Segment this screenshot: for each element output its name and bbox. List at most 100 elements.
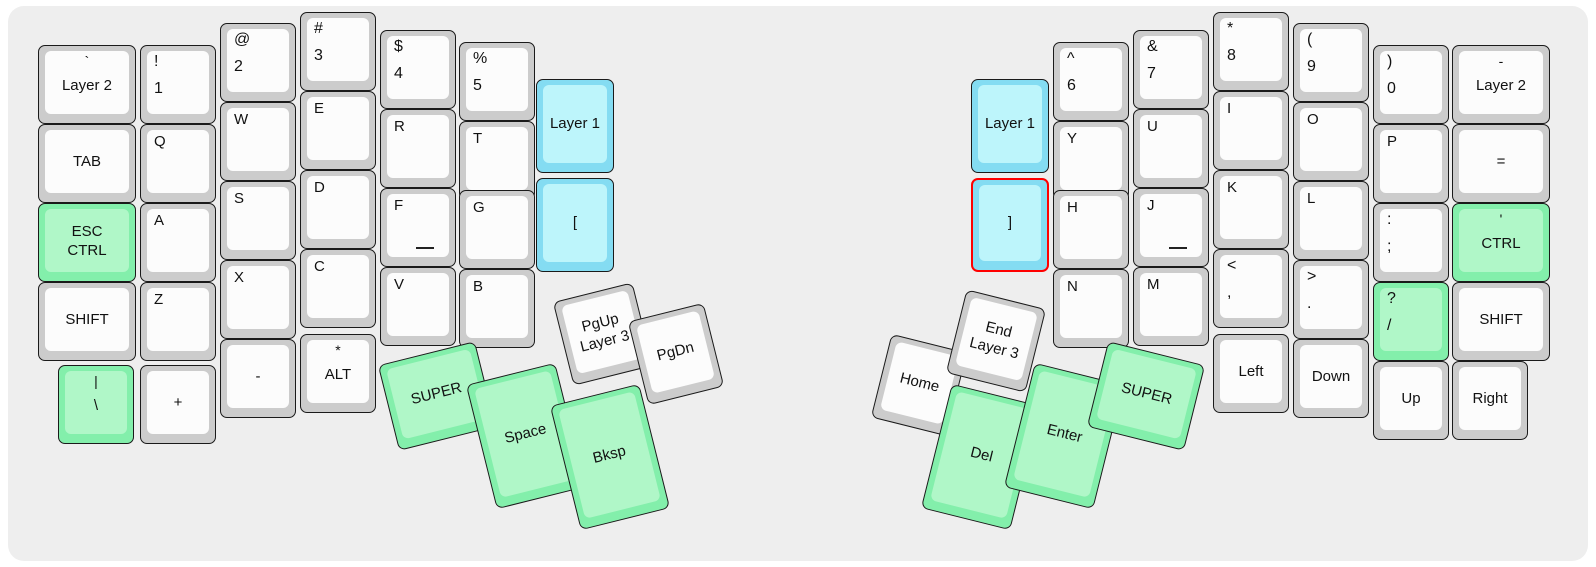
key-4-dollar[interactable]: $4 (380, 30, 456, 109)
key-y[interactable]: Y (1053, 121, 1129, 200)
homing-bar-icon (1169, 247, 1187, 249)
key-primary-legend: Layer 2 (1475, 77, 1527, 94)
key-primary-legend: SHIFT (1479, 310, 1523, 328)
key-primary-legend: E (314, 100, 325, 117)
key-cap-surface: Z (147, 288, 209, 351)
key-cap-surface: B (466, 275, 528, 338)
key-bracket-right[interactable]: ] (971, 178, 1049, 272)
key-layer1-right[interactable]: Layer 1 (971, 79, 1049, 173)
key-cap-surface: Q (147, 130, 209, 193)
key-6-caret[interactable]: ^6 (1053, 42, 1129, 121)
key-layer2-minus[interactable]: -Layer 2 (1452, 45, 1550, 124)
key-primary-legend: - (255, 367, 261, 385)
key-b[interactable]: B (459, 269, 535, 348)
key-3-hash[interactable]: #3 (300, 12, 376, 91)
key-alt-asterisk[interactable]: *ALT (300, 334, 376, 413)
key-c[interactable]: C (300, 249, 376, 328)
key-l[interactable]: L (1293, 181, 1369, 260)
key-left[interactable]: Left (1213, 334, 1289, 413)
key-8-asterisk[interactable]: *8 (1213, 12, 1289, 91)
key-comma-lt[interactable]: <, (1213, 249, 1289, 328)
key-plus[interactable]: + (140, 365, 216, 444)
key-k[interactable]: K (1213, 170, 1289, 249)
key-cap-surface: )0 (1380, 51, 1442, 114)
key-i[interactable]: I (1213, 91, 1289, 170)
key-n[interactable]: N (1053, 269, 1129, 348)
key-cap-surface: SUPER (1096, 348, 1197, 440)
key-equals[interactable]: = (1452, 124, 1550, 203)
key-cap-surface: V (387, 273, 449, 336)
key-cap-surface: T (466, 127, 528, 190)
key-cap-surface: R (387, 115, 449, 178)
key-right[interactable]: Right (1452, 361, 1528, 440)
key-1-exclaim[interactable]: !1 (140, 45, 216, 124)
key-tab[interactable]: TAB (38, 124, 136, 203)
key-u[interactable]: U (1133, 109, 1209, 188)
key-primary-legend: ALT (324, 366, 352, 383)
key-o[interactable]: O (1293, 102, 1369, 181)
key-primary-legend: T (473, 130, 483, 147)
key-minus[interactable]: - (220, 339, 296, 418)
key-h[interactable]: H (1053, 190, 1129, 269)
key-period-gt[interactable]: >. (1293, 260, 1369, 339)
key-j[interactable]: J (1133, 188, 1209, 267)
key-up[interactable]: Up (1373, 361, 1449, 440)
key-cap-surface: 'CTRL (1459, 209, 1543, 272)
key-t[interactable]: T (459, 121, 535, 200)
key-ctrl-quote[interactable]: 'CTRL (1452, 203, 1550, 282)
key-semicolon-colon[interactable]: :; (1373, 203, 1449, 282)
key-primary-legend: 3 (314, 47, 323, 64)
key-layer2-grave[interactable]: `Layer 2 (38, 45, 136, 124)
key-shift[interactable]: SHIFT (38, 282, 136, 361)
key-bracket-left[interactable]: [ (536, 178, 614, 272)
key-v[interactable]: V (380, 267, 456, 346)
key-cap-surface: &7 (1140, 36, 1202, 99)
key-e[interactable]: E (300, 91, 376, 170)
key-cap-surface: U (1140, 115, 1202, 178)
key-m[interactable]: M (1133, 267, 1209, 346)
key-primary-legend: V (394, 276, 405, 293)
key-pipe-backslash[interactable]: |\ (58, 365, 134, 444)
key-r[interactable]: R (380, 109, 456, 188)
key-primary-legend: W (234, 111, 249, 128)
key-cap-surface: L (1300, 187, 1362, 250)
key-primary-legend: = (1496, 152, 1506, 170)
key-shifted-legend: < (1227, 257, 1237, 274)
key-shifted-legend: : (1387, 211, 1392, 228)
key-cap-surface: *8 (1220, 18, 1282, 81)
key-primary-legend: Layer 2 (61, 77, 113, 94)
key-slash-question[interactable]: ?/ (1373, 282, 1449, 361)
key-shift-right[interactable]: SHIFT (1452, 282, 1550, 361)
key-5-percent[interactable]: %5 (459, 42, 535, 121)
key-f[interactable]: F (380, 188, 456, 267)
key-9-lparen[interactable]: (9 (1293, 23, 1369, 102)
key-7-ampersand[interactable]: &7 (1133, 30, 1209, 109)
key-q[interactable]: Q (140, 124, 216, 203)
key-s[interactable]: S (220, 181, 296, 260)
key-a[interactable]: A (140, 203, 216, 282)
key-d[interactable]: D (300, 170, 376, 249)
key-layer1-left[interactable]: Layer 1 (536, 79, 614, 173)
key-p[interactable]: P (1373, 124, 1449, 203)
key-primary-legend: 6 (1067, 77, 1076, 94)
key-cap-surface: N (1060, 275, 1122, 338)
key-cap-surface: [ (543, 184, 607, 262)
key-2-at[interactable]: @2 (220, 23, 296, 102)
key-x[interactable]: X (220, 260, 296, 339)
key-z[interactable]: Z (140, 282, 216, 361)
key-esc-ctrl[interactable]: ESC CTRL (38, 203, 136, 282)
key-primary-legend: SUPER (1119, 379, 1174, 409)
key-w[interactable]: W (220, 102, 296, 181)
key-primary-legend: G (473, 199, 485, 216)
key-0-rparen[interactable]: )0 (1373, 45, 1449, 124)
key-primary-legend: ] (1007, 214, 1013, 231)
key-shifted-legend: ' (1499, 211, 1503, 227)
key-shifted-legend: ! (154, 53, 159, 70)
key-g[interactable]: G (459, 190, 535, 269)
key-primary-legend: End Layer 3 (967, 318, 1021, 363)
key-cap-surface: J (1140, 194, 1202, 257)
key-cap-surface: Right (1459, 367, 1521, 430)
key-down[interactable]: Down (1293, 339, 1369, 418)
key-cap-surface: O (1300, 108, 1362, 171)
key-primary-legend: Bksp (591, 442, 628, 467)
